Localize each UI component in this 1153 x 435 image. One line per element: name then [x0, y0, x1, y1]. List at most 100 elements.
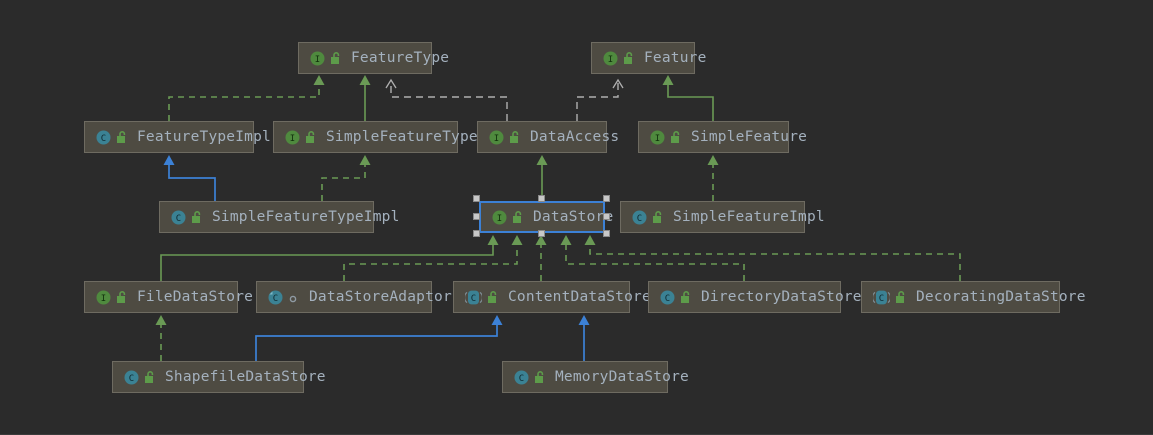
- public-visibility-icon: [671, 130, 680, 143]
- node-icons: C: [124, 370, 156, 385]
- class-icon: C: [632, 210, 647, 224]
- node-feature[interactable]: I Feature: [591, 42, 706, 74]
- public-visibility-icon: [681, 290, 690, 303]
- final-class-icon: C: [268, 290, 283, 304]
- interface-icon: I: [603, 51, 618, 65]
- svg-text:I: I: [315, 55, 320, 65]
- node-directorydatastore[interactable]: C DirectoryDataStore: [648, 281, 862, 313]
- interface-icon: I: [650, 130, 665, 144]
- svg-text:I: I: [608, 55, 613, 65]
- svg-text:C: C: [637, 214, 642, 224]
- node-decoratingdatastore[interactable]: C DecoratingDataStore: [861, 281, 1085, 313]
- public-visibility-icon: [192, 210, 201, 223]
- class-icon: C: [124, 370, 139, 384]
- class-icon: C: [660, 290, 675, 304]
- selection-handle-middle-left[interactable]: [473, 213, 480, 220]
- node-icons: I: [489, 130, 521, 145]
- node-simplefeaturetype[interactable]: I SimpleFeatureType: [273, 121, 478, 153]
- node-featuretype[interactable]: I FeatureType: [298, 42, 449, 74]
- selection-handle-top-right[interactable]: [603, 195, 610, 202]
- edge-dataaccess-to-featuretype: [385, 78, 508, 121]
- node-label: SimpleFeature: [691, 128, 808, 145]
- node-simplefeature[interactable]: I SimpleFeature: [638, 121, 807, 153]
- interface-icon: I: [492, 210, 507, 224]
- node-label: DataStoreAdaptor: [309, 288, 452, 305]
- svg-text:C: C: [665, 294, 670, 304]
- selection-handle-middle-right[interactable]: [603, 213, 610, 220]
- selection-handle-bottom-left[interactable]: [473, 230, 480, 237]
- edge-filedatastore-to-datastore: [160, 235, 499, 281]
- svg-text:C: C: [129, 374, 134, 384]
- interface-icon: I: [310, 51, 325, 65]
- public-visibility-icon: [145, 370, 154, 383]
- node-contentdatastore[interactable]: C ContentDataStore: [453, 281, 651, 313]
- edge-simplefeature-to-feature: [662, 75, 714, 121]
- node-label: SimpleFeatureType: [326, 128, 478, 145]
- public-visibility-icon: [117, 290, 126, 303]
- node-label: DecoratingDataStore: [916, 288, 1086, 305]
- class-icon: C: [171, 210, 186, 224]
- edge-simplefeaturetypeimpl-to-simplefeaturetype: [321, 155, 371, 201]
- node-label: Feature: [644, 49, 707, 66]
- node-icons: I: [603, 51, 635, 66]
- node-featuretypeimpl[interactable]: C FeatureTypeImpl: [84, 121, 271, 153]
- node-shapefiledatastore[interactable]: C ShapefileDataStore: [112, 361, 326, 393]
- public-visibility-icon: [331, 51, 340, 64]
- node-memorydatastore[interactable]: C MemoryDataStore: [502, 361, 689, 393]
- public-visibility-icon: [510, 130, 519, 143]
- node-label: FeatureTypeImpl: [137, 128, 271, 145]
- abstract-class-icon: C: [873, 290, 890, 304]
- node-icons: C: [660, 290, 692, 305]
- public-visibility-icon: [535, 370, 544, 383]
- node-icons: C: [465, 290, 499, 305]
- node-icons: C: [268, 290, 300, 305]
- edge-featuretypeimpl-to-featuretype: [168, 75, 325, 121]
- edge-simplefeaturetypeimpl-to-featuretypeimpl: [163, 155, 216, 201]
- node-dataaccess[interactable]: I DataAccess: [477, 121, 619, 153]
- node-label: SimpleFeatureTypeImpl: [212, 208, 400, 225]
- node-icons: I: [310, 51, 342, 66]
- node-icons: C: [171, 210, 203, 225]
- selection-handle-top-center[interactable]: [538, 195, 545, 202]
- node-datastoreadaptor[interactable]: C DataStoreAdaptor: [256, 281, 452, 313]
- node-icons: I: [650, 130, 682, 145]
- svg-text:I: I: [290, 134, 295, 144]
- node-label: SimpleFeatureImpl: [673, 208, 825, 225]
- node-icons: C: [96, 130, 128, 145]
- node-label: DataAccess: [530, 128, 620, 145]
- svg-text:C: C: [879, 294, 884, 304]
- node-label: DirectoryDataStore: [701, 288, 862, 305]
- node-filedatastore[interactable]: I FileDataStore: [84, 281, 253, 313]
- svg-text:I: I: [494, 134, 499, 144]
- node-icons: I: [492, 210, 524, 225]
- node-label: FileDataStore: [137, 288, 254, 305]
- selection-handle-top-left[interactable]: [473, 195, 480, 202]
- selection-handle-bottom-right[interactable]: [603, 230, 610, 237]
- node-label: MemoryDataStore: [555, 368, 689, 385]
- node-simplefeaturetypeimpl[interactable]: C SimpleFeatureTypeImpl: [159, 201, 399, 233]
- interface-icon: I: [96, 290, 111, 304]
- node-label: FeatureType: [351, 49, 450, 66]
- node-label: DataStore: [533, 208, 614, 225]
- svg-text:I: I: [101, 294, 106, 304]
- svg-text:C: C: [519, 374, 524, 384]
- interface-icon: I: [489, 130, 504, 144]
- node-label: ShapefileDataStore: [165, 368, 326, 385]
- node-icons: I: [285, 130, 317, 145]
- svg-text:C: C: [471, 294, 476, 304]
- node-simplefeatureimpl[interactable]: C SimpleFeatureImpl: [620, 201, 825, 233]
- node-icons: C: [873, 290, 907, 305]
- svg-text:C: C: [101, 134, 106, 144]
- public-visibility-icon: [624, 51, 633, 64]
- node-datastore[interactable]: I DataStore: [479, 201, 613, 233]
- public-visibility-icon: [896, 290, 905, 303]
- node-icons: C: [632, 210, 664, 225]
- public-visibility-icon: [513, 210, 522, 223]
- package-visibility-icon: [289, 295, 297, 302]
- edge-dataaccess-to-feature: [576, 78, 624, 121]
- selection-handle-bottom-center[interactable]: [538, 230, 545, 237]
- interface-icon: I: [285, 130, 300, 144]
- class-icon: C: [96, 130, 111, 144]
- class-icon: C: [514, 370, 529, 384]
